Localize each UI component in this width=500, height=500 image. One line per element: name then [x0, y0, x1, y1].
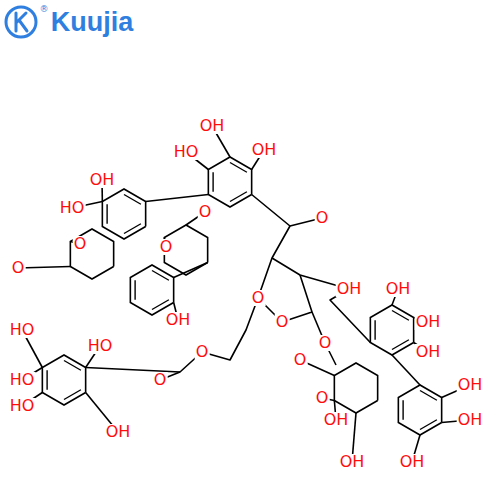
double-bond: [64, 390, 81, 400]
bond-lines: [18, 126, 470, 462]
single-bond: [252, 195, 322, 227]
atom-label: HO: [87, 338, 114, 354]
atom-label: OH: [251, 142, 278, 158]
atom-label: OH: [336, 281, 363, 297]
ring-bond: [370, 305, 413, 355]
double-bond: [420, 420, 437, 430]
brand-logo: [6, 7, 36, 37]
double-bond: [46, 370, 47, 390]
single-bond: [174, 263, 208, 278]
double-bond: [124, 195, 141, 205]
atom-label: OH: [199, 118, 226, 134]
trademark-mark: ®: [39, 5, 50, 14]
atom-label: OH: [415, 314, 442, 330]
double-bond: [402, 400, 403, 420]
atom-label: O: [159, 239, 174, 255]
atom-label: HO: [9, 372, 36, 388]
atom-label: O: [198, 204, 213, 220]
atom-label: O: [315, 390, 330, 406]
atom-label: O: [251, 290, 266, 306]
atom-label: OH: [457, 412, 484, 428]
atom-label: O: [318, 335, 333, 351]
ring-bond: [130, 265, 173, 315]
atom-label: O: [275, 314, 290, 330]
double-bond: [152, 271, 169, 281]
single-bond: [330, 289, 370, 343]
atom-label: OH: [399, 454, 426, 470]
double-bond: [420, 391, 437, 401]
atom-label: HO: [9, 398, 36, 414]
single-bond: [258, 226, 290, 298]
atom-label: OH: [323, 412, 350, 428]
double-bond: [230, 163, 247, 173]
single-bond: [18, 267, 70, 269]
double-bond: [64, 361, 81, 371]
atom-label: O: [153, 372, 168, 388]
atom-label: O: [11, 260, 26, 276]
atom-label: OH: [165, 312, 192, 328]
atom-label: O: [195, 344, 210, 360]
double-bond: [134, 280, 135, 300]
double-bond: [106, 204, 107, 224]
atom-label: OH: [105, 424, 132, 440]
ring-bond: [102, 189, 145, 239]
double-bond: [392, 311, 409, 321]
double-bond: [212, 172, 213, 192]
brand-name: Kuujia: [50, 9, 135, 36]
atom-label: O: [293, 352, 308, 368]
atom-label: OH: [385, 281, 412, 297]
ring-bond: [42, 355, 85, 405]
atom-label: OH: [339, 454, 366, 470]
atom-label: OH: [457, 377, 484, 393]
atom-label: OH: [89, 172, 116, 188]
single-bond: [202, 298, 258, 360]
double-bond: [230, 192, 247, 202]
double-bond: [152, 300, 169, 310]
atom-label: OH: [415, 344, 442, 360]
atom-label: HO: [173, 144, 200, 160]
ring-bond: [334, 363, 377, 413]
double-bond: [392, 340, 409, 350]
double-bond: [124, 224, 141, 234]
atom-label: HO: [59, 200, 86, 216]
single-bond: [146, 195, 209, 202]
ring-bond: [398, 385, 441, 435]
atom-label: O: [315, 210, 330, 226]
double-bond: [374, 320, 375, 340]
ring-bond: [208, 157, 251, 207]
atom-label: HO: [9, 322, 36, 338]
atom-label: O: [73, 236, 88, 252]
ring-bond: [70, 229, 113, 279]
